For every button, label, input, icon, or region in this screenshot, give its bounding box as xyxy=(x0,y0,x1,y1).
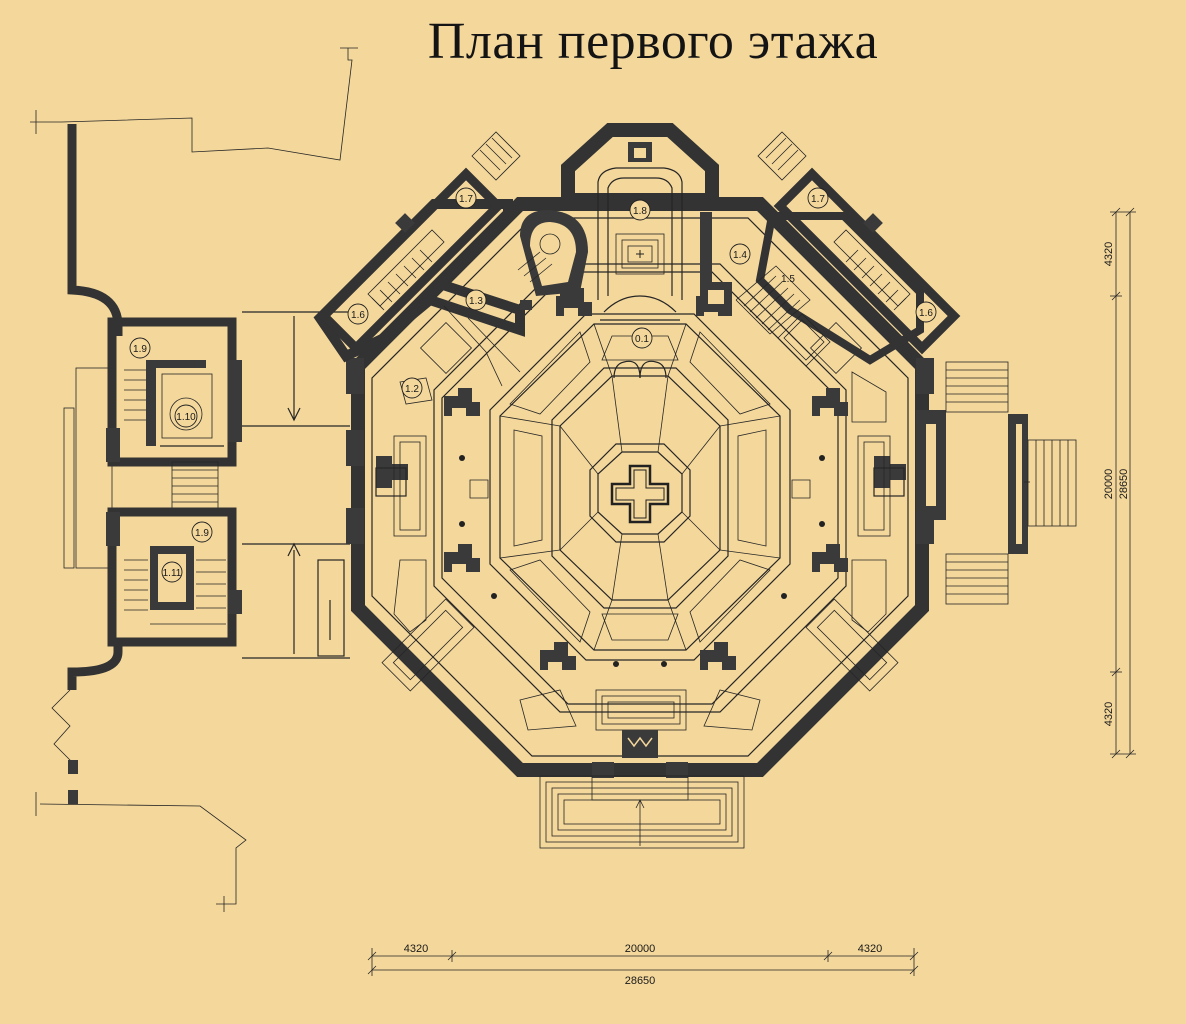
svg-text:1.10: 1.10 xyxy=(176,412,196,423)
dim-right-bottom: 4320 xyxy=(1103,702,1115,726)
svg-text:1.8: 1.8 xyxy=(633,206,647,217)
room-label-1-5: 1.5 xyxy=(781,274,795,285)
dim-bottom-middle: 20000 xyxy=(625,943,656,955)
south-entrance xyxy=(539,730,745,849)
svg-text:1.11: 1.11 xyxy=(163,568,182,579)
svg-text:0.1: 0.1 xyxy=(635,334,649,345)
svg-text:1.6: 1.6 xyxy=(351,310,365,321)
chamber-upper-right xyxy=(700,212,924,367)
room-label-1-9-upper: 1.9 xyxy=(129,337,151,359)
dim-bottom-total: 28650 xyxy=(625,975,656,987)
room-label-1-11: 1.11 xyxy=(161,561,183,583)
stair-wing-right xyxy=(757,131,961,355)
room-label-1-2: 1.2 xyxy=(401,377,423,399)
bottom-dimensions: 4320 20000 4320 28650 xyxy=(367,943,919,987)
svg-text:1.7: 1.7 xyxy=(811,194,825,205)
room-label-1-4: 1.4 xyxy=(729,243,751,265)
room-labels: 1.7 1.8 1.7 1.6 1.3 1.4 xyxy=(129,187,937,583)
connecting-corridors xyxy=(242,311,350,659)
main-hall xyxy=(346,197,934,777)
columns xyxy=(459,455,825,667)
svg-text:1.5: 1.5 xyxy=(781,274,795,285)
room-label-1-8: 1.8 xyxy=(629,199,651,221)
svg-text:1.9: 1.9 xyxy=(195,528,209,539)
svg-text:1.6: 1.6 xyxy=(919,308,933,319)
room-label-1-6-right: 1.6 xyxy=(915,301,937,323)
dim-bottom-right: 4320 xyxy=(858,943,882,955)
room-label-0-1: 0.1 xyxy=(631,327,653,349)
site-boundary xyxy=(30,47,358,912)
stair-wing-left xyxy=(317,131,521,355)
room-label-1-7-right: 1.7 xyxy=(807,187,829,209)
annex-stair-link xyxy=(171,461,219,513)
svg-text:1.7: 1.7 xyxy=(459,194,473,205)
room-label-1-6-left: 1.6 xyxy=(347,303,369,325)
dim-right-total: 28650 xyxy=(1118,469,1130,500)
room-label-1-9-lower: 1.9 xyxy=(191,521,213,543)
dim-bottom-left: 4320 xyxy=(404,943,428,955)
dim-right-top: 4320 xyxy=(1103,242,1115,266)
svg-text:1.9: 1.9 xyxy=(133,344,147,355)
annex-lower-block xyxy=(106,507,242,647)
room-label-1-10: 1.10 xyxy=(174,404,198,428)
plan-title: План первого этажа xyxy=(427,13,879,70)
right-dimensions: 4320 20000 4320 28650 xyxy=(1103,207,1136,759)
side-panels xyxy=(381,321,899,731)
svg-text:1.2: 1.2 xyxy=(405,384,419,395)
east-entrance xyxy=(916,361,1077,605)
chamber-upper-left xyxy=(313,199,588,387)
svg-text:1.4: 1.4 xyxy=(733,250,747,261)
room-label-1-3: 1.3 xyxy=(465,289,487,311)
svg-text:1.3: 1.3 xyxy=(469,296,483,307)
altar-apse xyxy=(561,123,719,321)
room-label-1-7-left: 1.7 xyxy=(455,187,477,209)
annex-upper-block xyxy=(106,317,242,467)
dim-right-middle: 20000 xyxy=(1103,469,1115,500)
